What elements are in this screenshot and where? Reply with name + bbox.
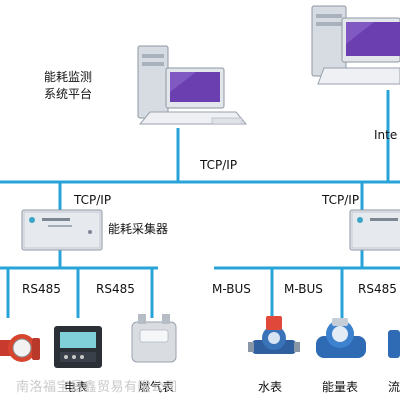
gas-meter-icon	[131, 314, 177, 363]
rs485-a-label: RS485	[22, 282, 61, 296]
valve-meter-icon	[0, 334, 40, 362]
rs485-b-label: RS485	[96, 282, 135, 296]
water-meter-label: 水表	[258, 380, 283, 394]
computer-icon	[137, 45, 248, 125]
gas-meter-label: 燃气表	[138, 380, 175, 394]
cut-meter-label: 流	[388, 380, 400, 394]
server-icon	[311, 5, 400, 85]
network-lines	[0, 90, 400, 318]
platform-label-line1: 能耗监测	[44, 70, 93, 84]
mbus-a-label: M-BUS	[212, 282, 251, 296]
mbus-b-label: M-BUS	[284, 282, 323, 296]
panel-meter-icon	[54, 326, 102, 368]
tcpip-top-label: TCP/IP	[200, 158, 238, 172]
tcpip-left-label: TCP/IP	[74, 193, 112, 207]
collector-box-icon	[349, 209, 400, 251]
rs485-c-label: RS485	[358, 282, 397, 296]
cut-meter-icon	[388, 330, 400, 358]
energy-meter-icon	[316, 318, 366, 358]
platform-label-line2: 系统平台	[44, 87, 93, 101]
watermark-text: 南洛福宝昌鑫贸易有限公司	[16, 380, 179, 395]
water-meter-icon	[248, 316, 300, 354]
energy-meter-label: 能量表	[322, 380, 359, 394]
tcpip-right-label: TCP/IP	[322, 193, 360, 207]
electric-meter-label: 电表	[64, 380, 89, 394]
collector-box-icon	[21, 209, 103, 251]
internet-label: Inte	[374, 128, 398, 142]
collector-label: 能耗采集器	[108, 222, 169, 236]
